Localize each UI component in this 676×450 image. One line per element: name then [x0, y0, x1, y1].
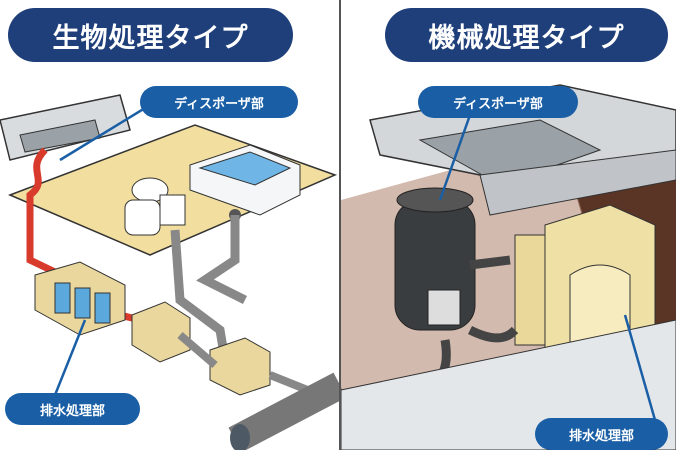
- grey-drain-pipe: [170, 229, 230, 361]
- right-title: 機械処理タイプ: [385, 8, 668, 62]
- right-disposer-label: ディスポーザ部: [418, 86, 578, 118]
- left-disposer-label: ディスポーザ部: [140, 86, 298, 118]
- sewer-pipe: [228, 372, 347, 450]
- left-title: 生物処理タイプ: [8, 8, 293, 62]
- red-drain-pipe: [26, 147, 57, 276]
- left-illustration: [0, 94, 347, 450]
- inspection-box: [209, 337, 271, 396]
- panel-divider: [339, 0, 341, 450]
- sink: [19, 119, 101, 153]
- left-treatment-label: 排水処理部: [5, 393, 140, 425]
- right-treatment-label: 排水処理部: [535, 418, 668, 450]
- right-illustration: [340, 84, 676, 450]
- inspection-box: [131, 301, 191, 363]
